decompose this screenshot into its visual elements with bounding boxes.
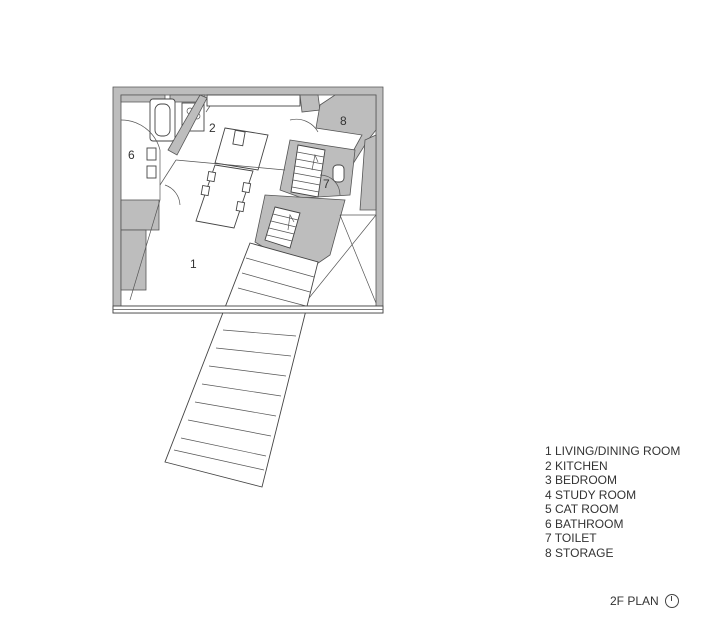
room-legend: 1 LIVING/DINING ROOM 2 KITCHEN 3 BEDROOM… xyxy=(545,444,680,560)
bottom-glazing xyxy=(112,305,384,314)
north-arrow-icon xyxy=(664,594,679,608)
room-label-7: 7 xyxy=(323,177,330,191)
legend-item: 1 LIVING/DINING ROOM xyxy=(545,444,681,458)
floor-lines xyxy=(129,105,319,301)
room-label-2: 2 xyxy=(209,121,216,135)
room-label-1: 1 xyxy=(190,257,197,271)
dining-table xyxy=(195,164,254,229)
right-opening xyxy=(304,214,377,304)
room-number-labels: 1 2 6 7 8 xyxy=(128,114,347,271)
exterior-staircase xyxy=(164,242,319,488)
toilet-fixture xyxy=(319,164,345,196)
room-label-6: 6 xyxy=(128,148,135,162)
legend-item: 8 STORAGE xyxy=(545,545,614,560)
kitchen-island xyxy=(214,127,269,171)
interior-stairs-lower xyxy=(264,206,301,249)
room-label-8: 8 xyxy=(340,114,347,128)
legend-item: 2 KITCHEN xyxy=(545,458,608,473)
legend-item: 4 STUDY ROOM xyxy=(545,487,637,502)
plan-title: 2F PLAN xyxy=(610,594,679,608)
legend-item: 6 BATHROOM xyxy=(545,516,624,531)
legend-item: 7 TOILET xyxy=(545,531,597,545)
legend-item: 5 CAT ROOM xyxy=(545,502,619,516)
interior-stairs-upper xyxy=(290,144,326,198)
legend-item: 3 BEDROOM xyxy=(545,473,618,487)
bathroom-fixtures xyxy=(120,98,176,200)
plan-title-text: 2F PLAN xyxy=(610,594,659,608)
